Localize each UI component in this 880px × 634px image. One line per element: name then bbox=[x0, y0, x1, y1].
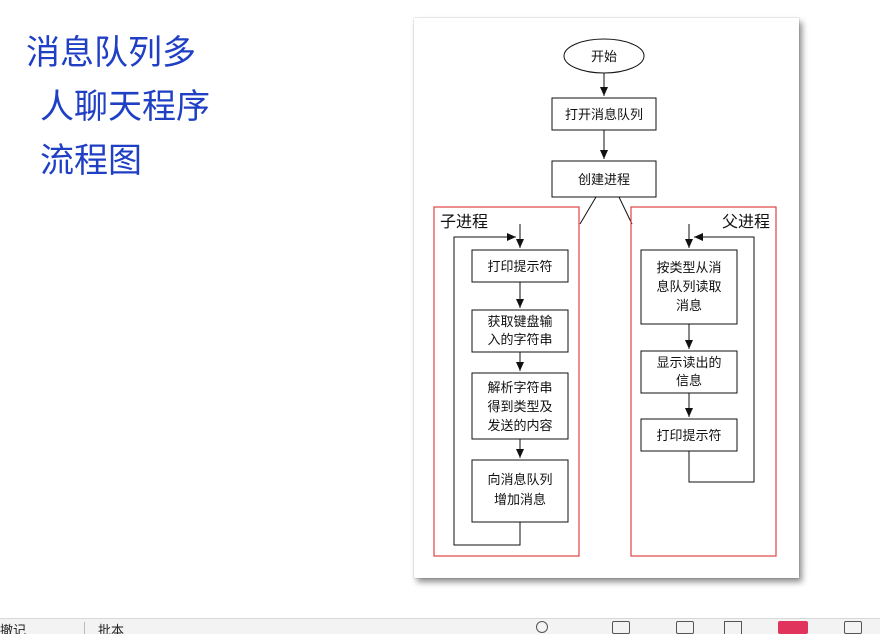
child-step-3-line-1: 解析字符串 bbox=[487, 380, 552, 396]
flowchart: 开始 打开消息队列 创建进程 子进程 父进程 打印提示符 获取键盘输 入的字符串… bbox=[433, 38, 777, 557]
parent-step-2-line-2: 信息 bbox=[676, 373, 702, 389]
child-step-3-line-2: 得到类型及 bbox=[487, 399, 552, 415]
parent-loop-line bbox=[688, 233, 755, 483]
child-step-4-line-1: 向消息队列 bbox=[487, 472, 552, 488]
search-icon[interactable] bbox=[536, 621, 548, 633]
create-process-node bbox=[551, 160, 657, 198]
status-text-1[interactable]: 撤记 bbox=[0, 624, 27, 634]
parent-step-3 bbox=[640, 418, 738, 452]
child-step-4-line-2: 增加消息 bbox=[494, 492, 546, 508]
parent-step-1 bbox=[640, 249, 738, 325]
parent-step-1-line-2: 息队列读取 bbox=[656, 279, 721, 295]
slideshow-icon[interactable] bbox=[778, 621, 808, 634]
parent-process-label: 父进程 bbox=[722, 212, 770, 231]
panel-toggle-icon[interactable] bbox=[844, 621, 862, 634]
reading-view-icon[interactable] bbox=[724, 621, 742, 634]
child-step-4 bbox=[471, 459, 569, 523]
child-process-label: 子进程 bbox=[440, 212, 488, 231]
slide-title: 消息队列多 人聊天程序 流程图 bbox=[26, 26, 210, 188]
bottom-status-bar: 撤记 批本 bbox=[0, 618, 880, 634]
open-queue-label: 打开消息队列 bbox=[565, 107, 643, 123]
child-step-2-line-1: 获取键盘输 bbox=[487, 314, 552, 330]
status-separator bbox=[84, 622, 85, 634]
start-label: 开始 bbox=[591, 50, 617, 65]
child-step-1 bbox=[471, 249, 569, 283]
branch-line-child bbox=[579, 196, 597, 225]
parent-step-3-label: 打印提示符 bbox=[656, 428, 721, 444]
parent-process-group bbox=[630, 206, 777, 557]
status-text-2[interactable]: 批本 bbox=[98, 624, 125, 634]
title-line-2: 人聊天程序 bbox=[40, 87, 210, 127]
child-step-3 bbox=[471, 372, 569, 440]
title-line-3: 流程图 bbox=[40, 141, 142, 181]
child-step-2 bbox=[471, 309, 569, 353]
normal-view-icon[interactable] bbox=[612, 621, 630, 634]
open-queue-node bbox=[551, 97, 657, 131]
parent-step-1-line-3: 消息 bbox=[676, 298, 702, 314]
child-loop-line bbox=[453, 233, 521, 546]
parent-step-1-line-1: 按类型从消 bbox=[656, 261, 721, 276]
flowchart-sheet: 开始 打开消息队列 创建进程 子进程 父进程 打印提示符 获取键盘输 入的字符串… bbox=[414, 18, 799, 578]
parent-step-2-line-1: 显示读出的 bbox=[656, 355, 721, 371]
branch-line-parent bbox=[618, 196, 633, 225]
title-line-1: 消息队列多 bbox=[26, 33, 196, 73]
child-process-group bbox=[433, 206, 580, 557]
slide-sorter-icon[interactable] bbox=[676, 621, 694, 634]
child-step-1-label: 打印提示符 bbox=[487, 259, 552, 275]
create-process-label: 创建进程 bbox=[578, 173, 630, 188]
child-step-3-line-3: 发送的内容 bbox=[487, 418, 552, 434]
child-step-2-line-2: 入的字符串 bbox=[487, 332, 552, 348]
